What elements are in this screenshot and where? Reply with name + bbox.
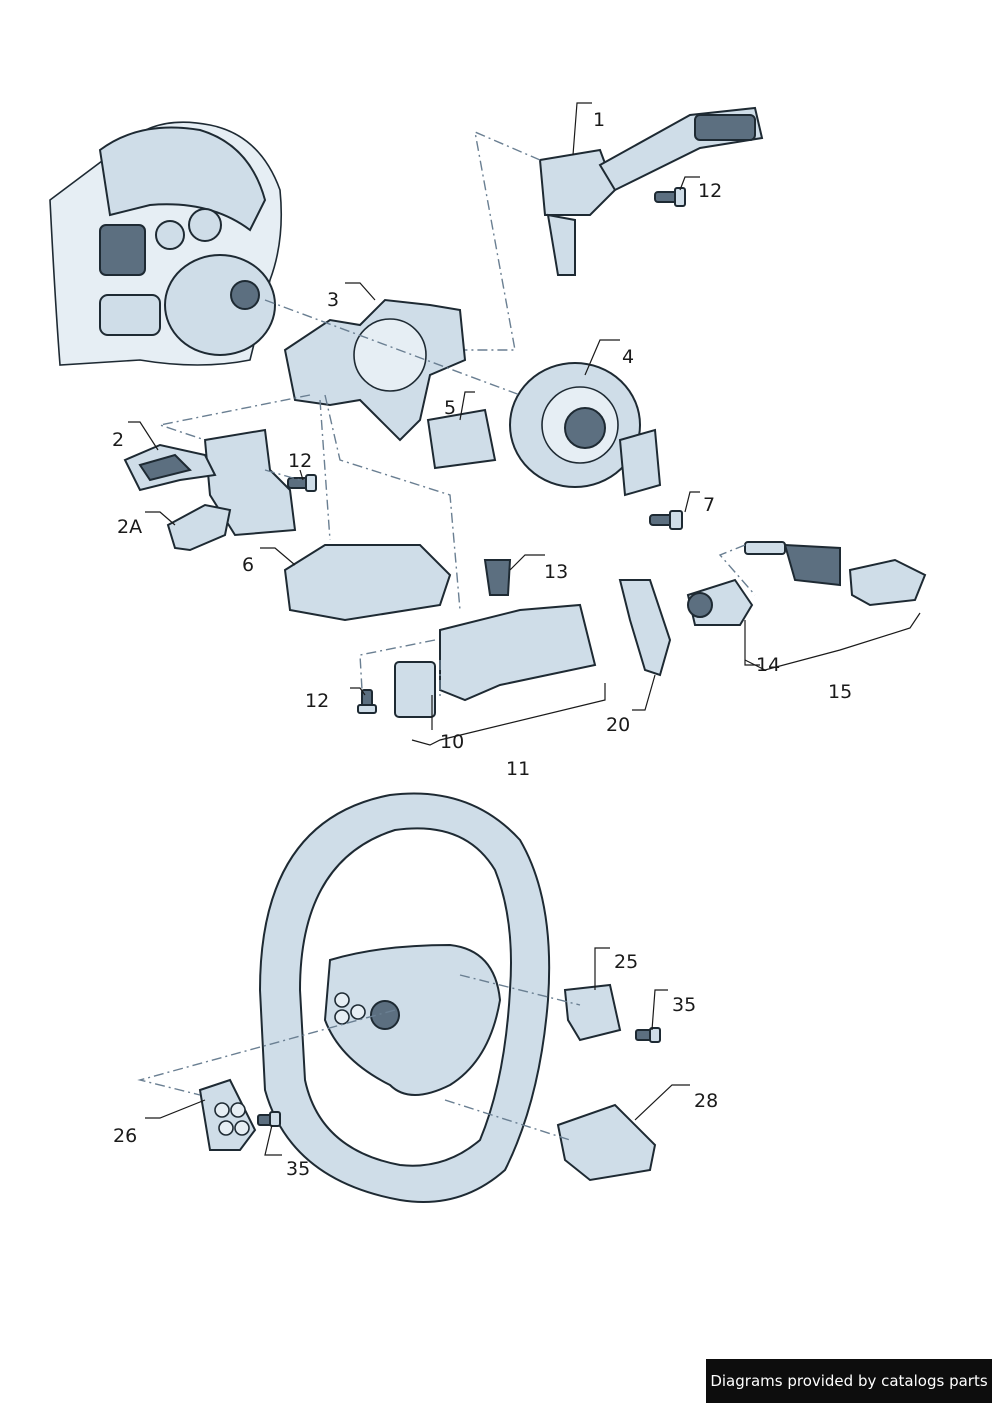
part-2-turn-signal-switch: [123, 428, 297, 552]
steering-wheel: [258, 792, 551, 1203]
part-26-button-module: [198, 1078, 257, 1151]
callout-35-right: 35: [672, 994, 696, 1016]
callout-13: 13: [544, 561, 568, 583]
callout-4: 4: [622, 346, 634, 368]
callout-26: 26: [113, 1125, 137, 1147]
callout-7: 7: [703, 494, 715, 516]
callout-6: 6: [242, 554, 254, 576]
callout-28: 28: [694, 1090, 718, 1112]
callout-12-top: 12: [698, 180, 722, 202]
callout-12-middle: 12: [288, 450, 312, 472]
part-28-control-module: [556, 1103, 657, 1182]
callout-25: 25: [614, 951, 638, 973]
callout-labels: 1 12 3 4 5 2 12 2A 7 6 13 14 15 12 10 20…: [112, 109, 852, 1180]
part-25-button-module: [563, 983, 622, 1042]
part-5-bracket: [426, 408, 497, 470]
part-6-control-unit: [283, 544, 452, 622]
callout-14: 14: [756, 654, 780, 676]
credit-banner: Diagrams provided by catalogs parts: [706, 1359, 992, 1403]
part-7-screw: [649, 510, 683, 530]
part-20-trim: [618, 579, 672, 677]
callout-1: 1: [593, 109, 605, 131]
callout-11: 11: [506, 758, 530, 780]
part-14-lock-cylinder: [686, 578, 754, 626]
callout-2a: 2A: [117, 516, 142, 538]
callout-2: 2: [112, 429, 124, 451]
part-13-clip: [483, 559, 512, 596]
dashboard-illustration: [49, 121, 283, 366]
callout-10: 10: [440, 731, 464, 753]
part-15-key-set: [744, 541, 927, 607]
leader-lines: [128, 102, 921, 1156]
part-10-switch: [394, 661, 436, 718]
part-3-housing: [283, 298, 467, 442]
part-12-screw-middle: [287, 474, 317, 492]
callout-20: 20: [606, 714, 630, 736]
assembly-lines: [137, 130, 756, 1141]
part-35-screw-right: [635, 1027, 661, 1043]
callout-3: 3: [327, 289, 339, 311]
callout-15: 15: [828, 681, 852, 703]
part-4-clock-spring: [509, 362, 662, 497]
part-11-lock-housing: [439, 603, 597, 702]
callout-5: 5: [444, 397, 456, 419]
part-1-wiper-switch: [538, 106, 764, 276]
callout-35-left: 35: [286, 1158, 310, 1180]
part-35-screw-left: [257, 1111, 281, 1127]
part-12-screw-lower: [357, 689, 377, 714]
part-12-screw-top: [654, 187, 686, 207]
callout-12-lower: 12: [305, 690, 329, 712]
